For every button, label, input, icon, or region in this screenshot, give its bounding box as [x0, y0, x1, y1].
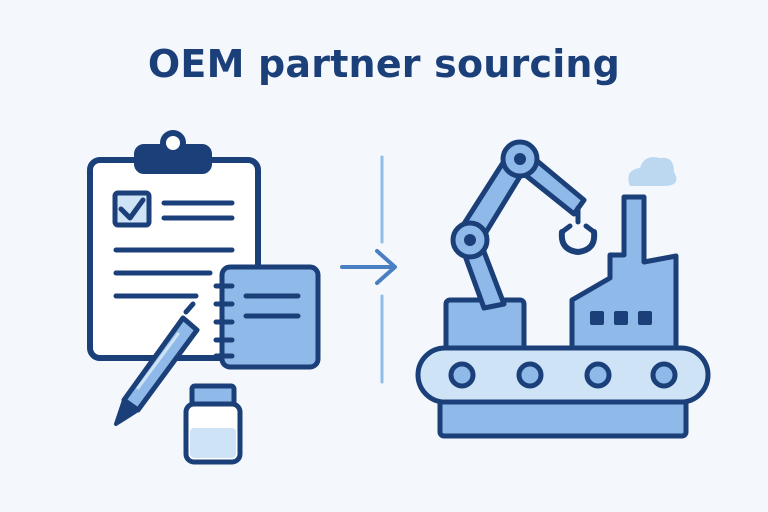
bottle-icon: [183, 383, 243, 465]
robotic-arm-icon: [443, 139, 598, 361]
page-title: OEM partner sourcing: [147, 42, 621, 86]
conveyor-belt-icon: [415, 345, 711, 439]
factory-icon: [569, 194, 679, 358]
notebook-icon: [213, 264, 321, 370]
pen-icon: [114, 301, 200, 426]
arrow-right-icon: [340, 249, 397, 285]
clipboard-checklist-icon: [87, 130, 261, 361]
smoke-cloud-icon: [628, 157, 677, 186]
